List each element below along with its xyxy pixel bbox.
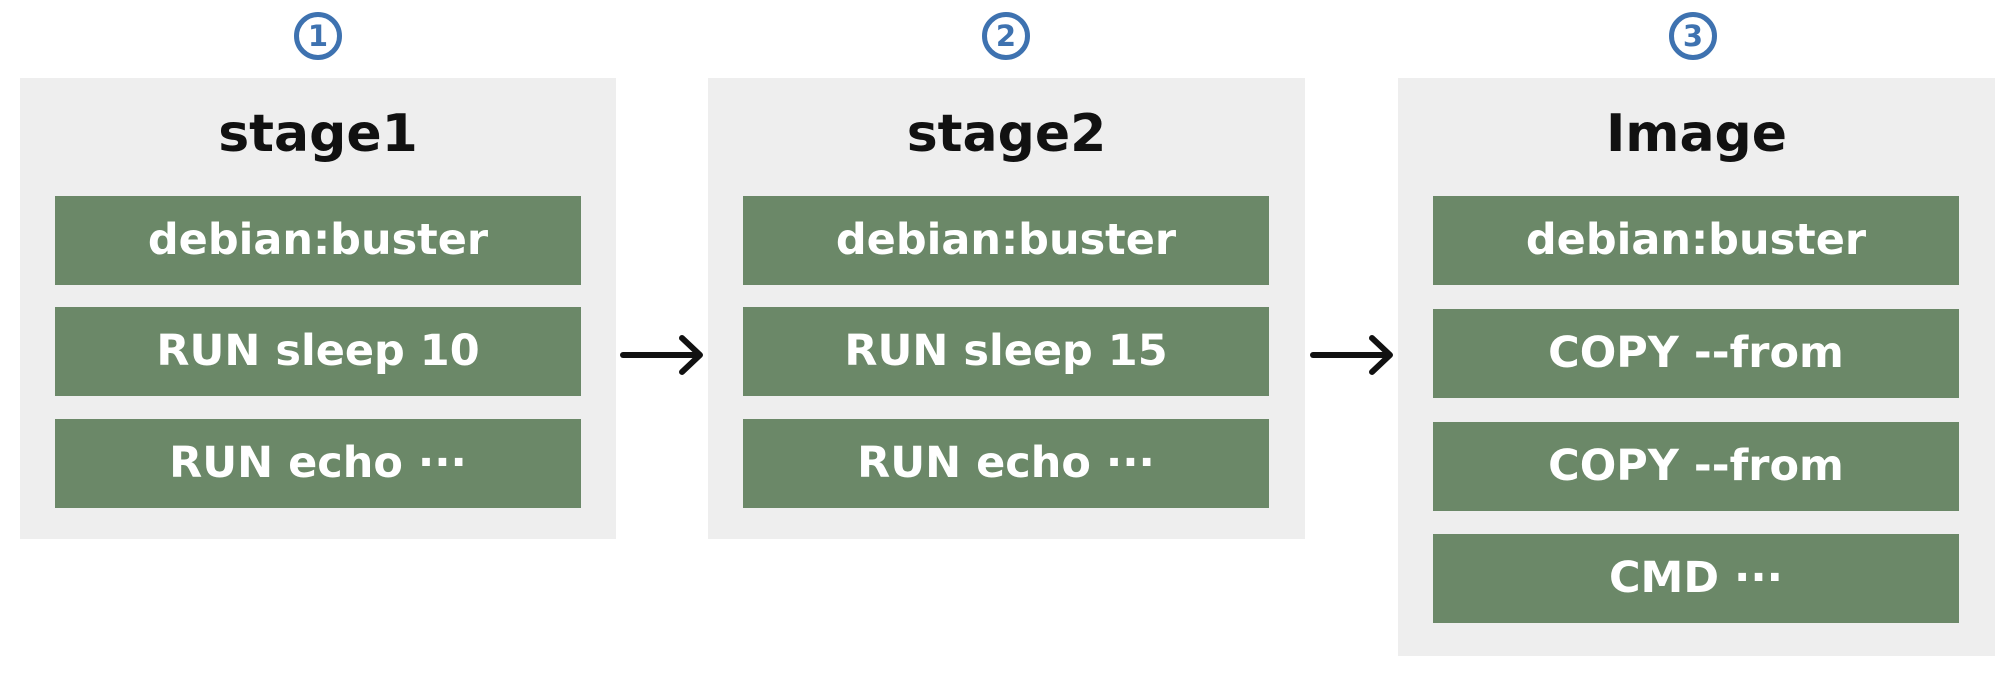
layer-box: RUN sleep 10 xyxy=(55,307,581,396)
layer-box: debian:buster xyxy=(1433,196,1959,285)
step-number-3: 3 xyxy=(1669,12,1717,60)
step-number-2: 2 xyxy=(982,12,1030,60)
panel-title: stage2 xyxy=(906,104,1107,164)
panel-title: Image xyxy=(1605,104,1788,164)
layer-box: debian:buster xyxy=(55,196,581,285)
layer-box: RUN echo ··· xyxy=(743,419,1269,508)
image-panel: Image debian:buster COPY --from COPY --f… xyxy=(1398,78,1995,656)
panel-title: stage1 xyxy=(218,104,418,164)
layer-box: RUN echo ··· xyxy=(55,419,581,508)
layer-box: COPY --from xyxy=(1433,309,1959,398)
stage2-panel: stage2 debian:buster RUN sleep 15 RUN ec… xyxy=(708,78,1305,539)
stage1-panel: stage1 debian:buster RUN sleep 10 RUN ec… xyxy=(20,78,616,539)
layer-box: RUN sleep 15 xyxy=(743,307,1269,396)
arrow-right-icon xyxy=(620,335,703,375)
layer-box: debian:buster xyxy=(743,196,1269,285)
layer-box: COPY --from xyxy=(1433,422,1959,511)
layer-box: CMD ··· xyxy=(1433,534,1959,623)
arrow-right-icon xyxy=(1310,335,1393,375)
step-number-1: 1 xyxy=(294,12,342,60)
